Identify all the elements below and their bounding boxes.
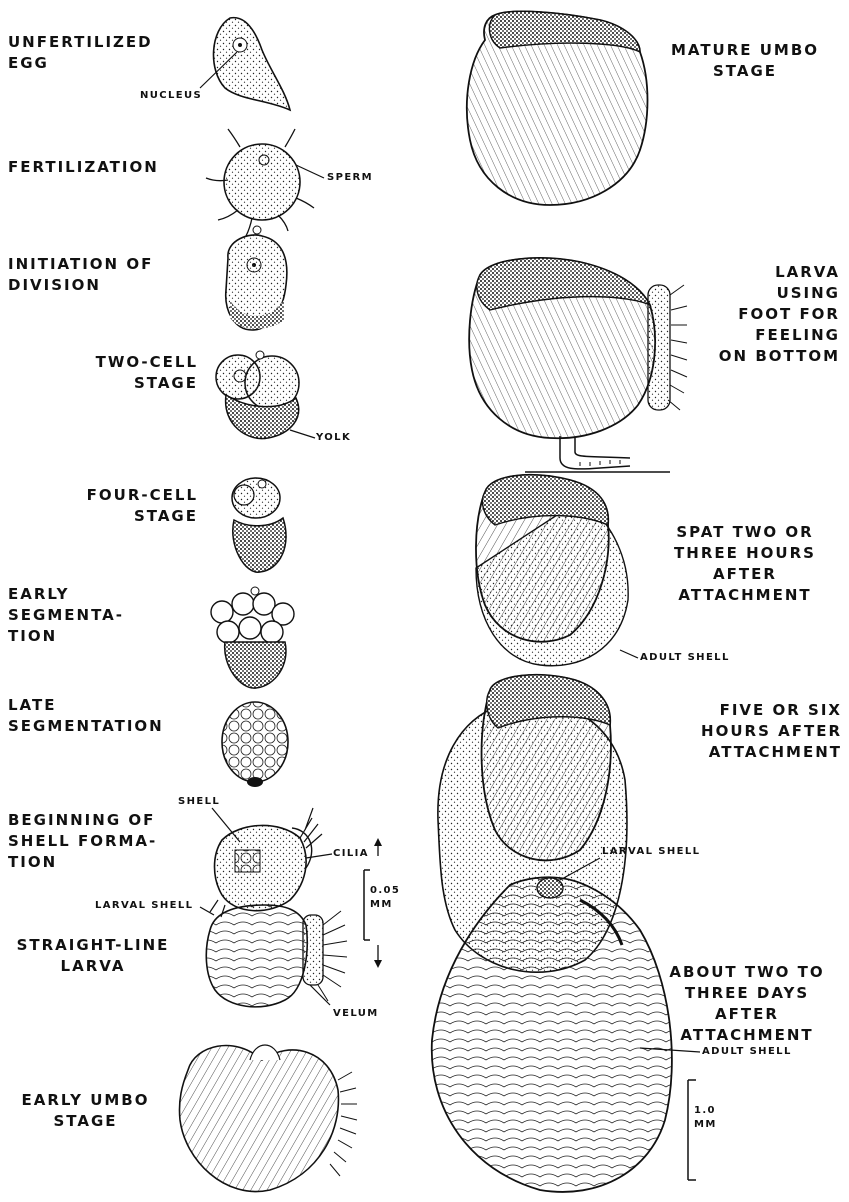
label-two-cell: TWO-CELL STAGE	[8, 352, 198, 394]
label-larva-foot: LARVA USING FOOT FOR FEELING ON BOTTOM	[690, 262, 840, 367]
scale-label-small: 0.05 MM	[370, 884, 400, 912]
callout-sperm: SPERM	[327, 172, 373, 184]
shell-formation-figure	[210, 808, 332, 917]
fertilization-figure	[206, 129, 324, 236]
unfertilized-egg-figure	[200, 18, 290, 110]
callout-cilia: CILIA	[333, 848, 369, 860]
early-umbo-figure	[179, 1045, 357, 1192]
initiation-of-division-figure	[226, 226, 287, 330]
label-fertilization: FERTILIZATION	[8, 157, 159, 178]
mature-umbo-figure	[467, 11, 648, 205]
early-segmentation-figure	[211, 587, 294, 688]
label-four-cell: FOUR-CELL STAGE	[8, 485, 198, 527]
label-late-segmentation: LATE SEGMENTATION	[8, 695, 164, 737]
straight-line-larva-figure	[200, 905, 347, 1007]
label-shell-formation: BEGINNING OF SHELL FORMA- TION	[8, 810, 157, 873]
callout-larval-shell-left: LARVAL SHELL	[95, 900, 193, 912]
spat-two-three-hours-figure	[476, 475, 638, 666]
label-unfertilized-egg: UNFERTILIZED EGG	[8, 32, 153, 74]
label-five-six-hours: FIVE OR SIX HOURS AFTER ATTACHMENT	[650, 700, 842, 763]
label-straight-line-larva: STRAIGHT-LINE LARVA	[8, 935, 178, 977]
callout-shell: SHELL	[178, 796, 220, 808]
label-spat-two-three-hours: SPAT TWO OR THREE HOURS AFTER ATTACHMENT	[645, 522, 845, 606]
callout-nucleus: NUCLEUS	[140, 90, 202, 102]
callout-adult-shell-spat: ADULT SHELL	[640, 652, 730, 664]
label-initiation-of-division: INITIATION OF DIVISION	[8, 254, 153, 296]
label-mature-umbo: MATURE UMBO STAGE	[655, 40, 835, 82]
two-cell-figure	[216, 351, 315, 439]
callout-adult-shell-days: ADULT SHELL	[702, 1046, 792, 1058]
larva-foot-figure	[469, 258, 687, 472]
callout-larval-shell-right: LARVAL SHELL	[602, 846, 700, 858]
late-segmentation-figure	[222, 702, 288, 787]
label-early-umbo: EARLY UMBO STAGE	[8, 1090, 163, 1132]
callout-velum: VELUM	[333, 1008, 379, 1020]
four-cell-figure	[232, 478, 286, 572]
label-early-segmentation: EARLY SEGMENTA- TION	[8, 584, 124, 647]
label-two-three-days: ABOUT TWO TO THREE DAYS AFTER ATTACHMENT	[648, 962, 846, 1046]
scale-label-large: 1.0 MM	[694, 1104, 717, 1132]
callout-yolk: YOLK	[316, 432, 351, 444]
